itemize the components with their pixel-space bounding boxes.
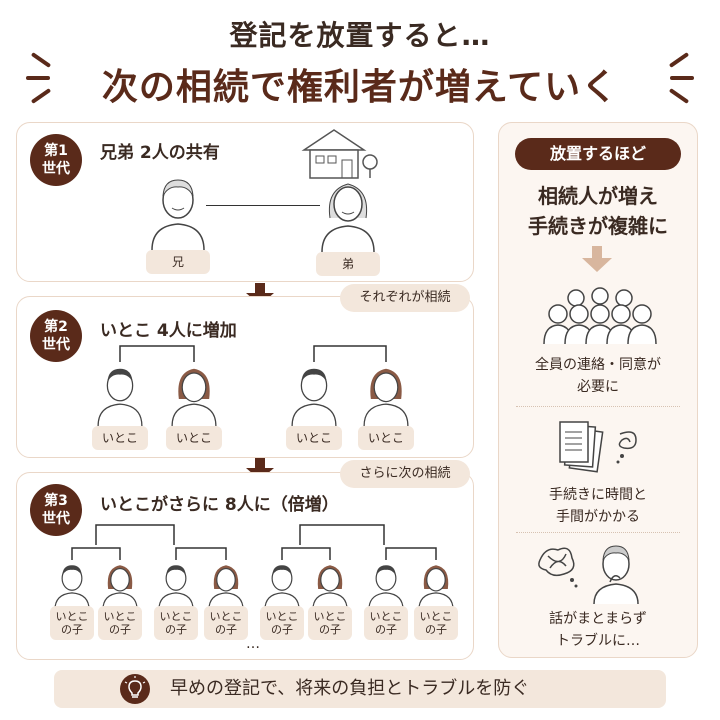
arrow-down-icon [582, 246, 612, 272]
person-label: いとこ [286, 426, 342, 450]
house-icon [301, 129, 378, 179]
side-item-line: 必要に [577, 379, 619, 395]
deco-dash [26, 76, 50, 80]
generation-3-badge: 第3 世代 [30, 484, 82, 536]
person-label: いとこの子 [364, 606, 408, 640]
person-icon [151, 179, 205, 251]
person-label: いとこの子 [414, 606, 458, 640]
person-icon [363, 368, 409, 427]
ellipsis: … [246, 636, 260, 652]
footer-text: 早めの登記で、将来の負担とトラブルを防ぐ [170, 678, 530, 699]
badge-line2: 世代 [42, 511, 70, 527]
person-label: いとこ [166, 426, 222, 450]
person-icon [321, 183, 375, 253]
person-label: いとこの子 [204, 606, 248, 640]
badge-line2: 世代 [42, 161, 70, 177]
person-icon [310, 560, 350, 614]
person-label-line2: の子 [425, 623, 447, 636]
worried-person-icon [538, 545, 639, 605]
badge-line1: 第1 [44, 143, 68, 159]
person-icon [52, 560, 92, 614]
divider [516, 532, 680, 533]
person-label-line1: いとこ [103, 610, 137, 623]
side-item-3: 話がまとまらず トラブルに… [500, 608, 696, 652]
generation-3-title: いとこがさらに 8人に（倍増） [100, 495, 339, 515]
person-icon [206, 560, 246, 614]
person-label-line1: いとこ [265, 610, 299, 623]
person-icon [262, 560, 302, 614]
person-label: いとこ [358, 426, 414, 450]
person-label-line2: の子 [375, 623, 397, 636]
generation-1-badge: 第1 世代 [30, 134, 82, 186]
person-icon [171, 368, 217, 427]
side-heading-line2: 手続きが複雑に [528, 214, 668, 238]
person-label-line2: の子 [215, 623, 237, 636]
deco-dash [670, 76, 694, 80]
generation-2-title: いとこ 4人に増加 [100, 321, 237, 341]
person-label: いとこの子 [260, 606, 304, 640]
inherit-note: それぞれが相続 [340, 284, 470, 312]
connector-line [206, 205, 320, 206]
person-icon [100, 560, 140, 614]
person-label-line2: の子 [271, 623, 293, 636]
generation-1-title: 兄弟 2人の共有 [100, 143, 220, 163]
person-icon [291, 368, 337, 427]
family-tree-lines [71, 524, 437, 560]
person-icon [416, 560, 456, 614]
person-label: いとこ [92, 426, 148, 450]
side-item-line: 全員の連絡・同意が [535, 357, 661, 373]
person-label: いとこの子 [154, 606, 198, 640]
badge-line1: 第2 [44, 319, 68, 335]
side-tag: 放置するほど [515, 138, 681, 170]
lightbulb-icon [124, 676, 146, 698]
badge-line1: 第3 [44, 493, 68, 509]
side-item-line: 話がまとまらず [549, 611, 647, 627]
person-label-line1: いとこ [209, 610, 243, 623]
person-icon [97, 368, 143, 427]
side-item-line: トラブルに… [556, 633, 640, 649]
documents-icon [559, 421, 637, 473]
person-icon [366, 560, 406, 614]
lightbulb-icon-bg [120, 674, 150, 704]
header-line1: 登記を放置すると… [229, 19, 491, 52]
person-label-line2: の子 [319, 623, 341, 636]
person-label-line1: いとこ [369, 610, 403, 623]
person-label-line1: いとこ [313, 610, 347, 623]
person-label-line1: いとこ [159, 610, 193, 623]
person-label-line2: の子 [109, 623, 131, 636]
person-label: 兄 [146, 250, 210, 274]
side-heading-line1: 相続人が増え [538, 184, 658, 208]
person-label-line1: いとこ [419, 610, 453, 623]
footer-bar [54, 670, 666, 708]
generation-2-badge: 第2 世代 [30, 310, 82, 362]
side-item-line: 手続きに時間と [549, 487, 647, 503]
side-item-2: 手続きに時間と 手間がかかる [500, 484, 696, 528]
family-tree-lines [119, 345, 387, 362]
badge-line2: 世代 [42, 337, 70, 353]
person-label: いとこの子 [98, 606, 142, 640]
person-icon [156, 560, 196, 614]
person-label-line2: の子 [165, 623, 187, 636]
crowd-icon [543, 287, 657, 345]
next-inherit-note: さらに次の相続 [340, 460, 470, 488]
side-panel [498, 122, 698, 658]
side-item-1: 全員の連絡・同意が 必要に [500, 354, 696, 398]
person-label: 弟 [316, 252, 380, 276]
page-title: 次の相続で権利者が増えていく [101, 67, 619, 108]
person-label-line2: の子 [61, 623, 83, 636]
person-label: いとこの子 [308, 606, 352, 640]
person-label-line1: いとこ [55, 610, 89, 623]
person-label: いとこの子 [50, 606, 94, 640]
generation-1-card [16, 122, 474, 282]
divider [516, 406, 680, 407]
side-item-line: 手間がかかる [556, 509, 640, 525]
